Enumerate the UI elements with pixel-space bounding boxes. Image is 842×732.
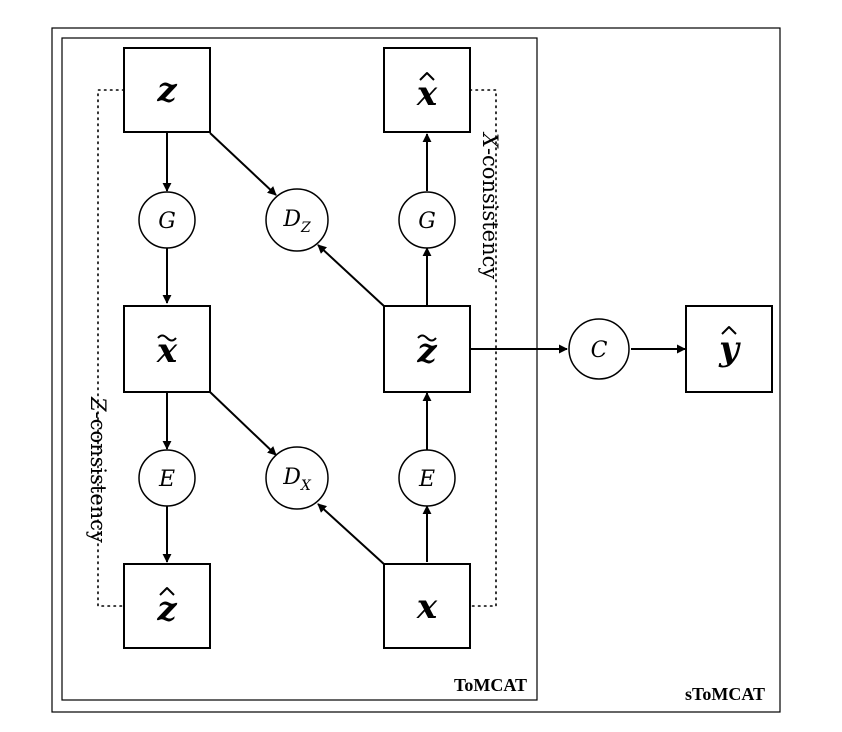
node-y-hat-label: y bbox=[718, 329, 741, 369]
z-consistency-text: -consistency bbox=[86, 412, 110, 543]
node-z: z bbox=[123, 47, 211, 133]
x-consistency-var: X bbox=[478, 131, 502, 149]
node-x-hat-label: x bbox=[416, 74, 438, 114]
z-consistency-label: Z-consistency bbox=[86, 396, 110, 543]
edge-x-to-dx bbox=[317, 503, 386, 566]
hat-accent bbox=[721, 326, 737, 335]
tomcat-label: ToMCAT bbox=[454, 675, 527, 695]
op-g-right-label: G bbox=[418, 209, 436, 234]
edge-xtilde-to-dx bbox=[209, 391, 277, 456]
op-dz-label: DZ bbox=[282, 207, 311, 236]
node-x-hat: x bbox=[383, 47, 471, 133]
stomcat-label: sToMCAT bbox=[685, 684, 765, 704]
stomcat-frame bbox=[51, 27, 781, 713]
op-dx-sub: X bbox=[300, 478, 312, 494]
node-x: x bbox=[383, 563, 471, 649]
node-x-label: x bbox=[416, 587, 438, 627]
node-z-label: z bbox=[156, 70, 177, 110]
op-e-right: E bbox=[398, 449, 456, 507]
hat-accent bbox=[419, 72, 435, 81]
node-z-hat: z bbox=[123, 563, 211, 649]
z-consistency-bracket bbox=[97, 89, 125, 607]
edge-z-to-dz bbox=[209, 132, 277, 196]
op-dx-label: DX bbox=[282, 465, 312, 494]
edge-ztilde-to-dz bbox=[317, 244, 386, 308]
op-e-right-label: E bbox=[418, 467, 435, 492]
op-g-left-label: G bbox=[158, 209, 176, 234]
op-g-right: G bbox=[398, 191, 456, 249]
op-dz-sub: Z bbox=[300, 220, 311, 236]
tilde-accent bbox=[417, 334, 437, 342]
hat-accent bbox=[159, 587, 175, 596]
op-dz-main: D bbox=[282, 207, 301, 232]
op-g-left: G bbox=[138, 191, 196, 249]
node-x-tilde: x bbox=[123, 305, 211, 393]
tomcat-frame bbox=[61, 37, 538, 701]
op-c: C bbox=[568, 318, 630, 380]
tilde-accent bbox=[157, 334, 177, 342]
node-y-hat: y bbox=[685, 305, 773, 393]
op-dz: DZ bbox=[265, 188, 329, 252]
node-z-hat-label: z bbox=[156, 589, 177, 629]
x-consistency-text: -consistency bbox=[478, 148, 502, 279]
edges bbox=[162, 132, 686, 566]
op-c-label: C bbox=[591, 338, 608, 363]
op-e-left-label: E bbox=[158, 467, 175, 492]
z-consistency-var: Z bbox=[86, 396, 110, 412]
node-z-tilde: z bbox=[383, 305, 471, 393]
op-dx-main: D bbox=[282, 465, 301, 490]
op-e-left: E bbox=[138, 449, 196, 507]
x-consistency-label: X-consistency bbox=[478, 131, 502, 279]
op-dx: DX bbox=[265, 446, 329, 510]
